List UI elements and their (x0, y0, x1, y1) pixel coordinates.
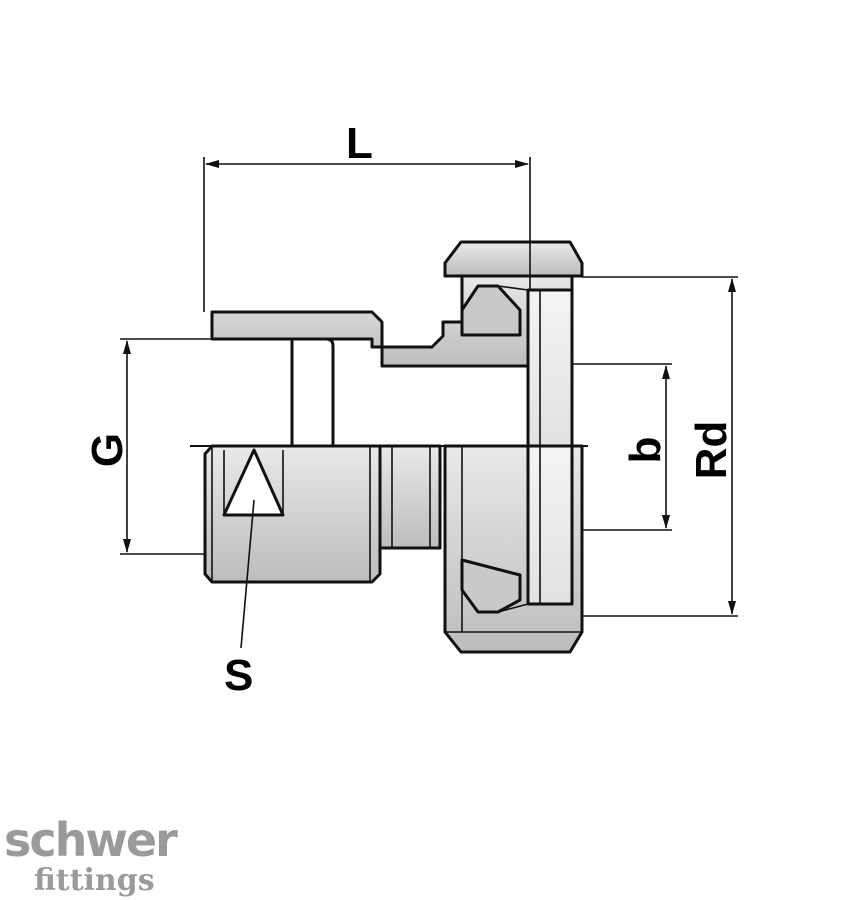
label-G: G (83, 433, 132, 467)
nut-wedge-top (460, 284, 522, 337)
label-Rd: Rd (687, 421, 736, 480)
inlet-recess (290, 337, 335, 448)
label-L: L (346, 119, 373, 168)
label-b: b (621, 437, 670, 464)
label-S: S (224, 651, 253, 700)
upper-section (210, 240, 584, 448)
nut-top (443, 240, 584, 278)
nut-face-bottom (526, 444, 574, 606)
logo-sub-text: fittings (34, 863, 155, 898)
wrench-flat-triangle (222, 448, 285, 517)
logo-main-text: schwer (4, 813, 178, 867)
nut-face-top (526, 288, 574, 448)
dimensions (120, 157, 738, 649)
lower-view (203, 444, 584, 654)
schwer-logo: schwer fittings (4, 813, 180, 898)
neck (378, 444, 442, 550)
